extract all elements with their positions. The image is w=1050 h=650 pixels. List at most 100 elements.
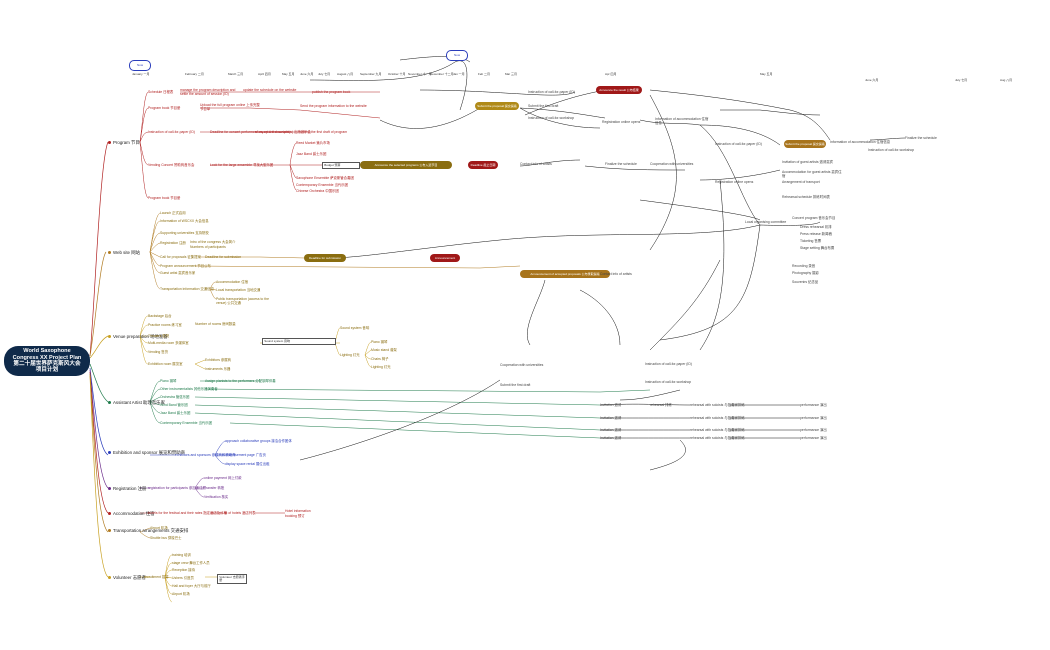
right-node[interactable]: Invitation of guest artists 邀请嘉宾: [782, 160, 834, 164]
web-item[interactable]: Supporting universities 支持院校: [160, 231, 209, 235]
category-artist[interactable]: Assistant Artist 助理音乐家: [108, 400, 165, 405]
milestone-pill[interactable]: Announce the result 公布结果: [596, 86, 642, 94]
exhibit-item[interactable]: advertisement page 广告页: [225, 453, 266, 457]
artist-item[interactable]: Other instrumentalists 其他乐器演奏者: [160, 387, 218, 391]
timeline-node[interactable]: Registration online opens: [715, 180, 754, 184]
program-item[interactable]: Vending Concert 赞助商音乐会: [148, 163, 195, 167]
program-item[interactable]: Schedule 日程表: [148, 90, 174, 94]
web-item[interactable]: Program announcement 节目公布: [160, 264, 211, 268]
milestone-pill[interactable]: Submit the proposal 提交提案: [784, 140, 826, 148]
milestone-pill[interactable]: Deadline for submission: [304, 254, 346, 262]
program-item[interactable]: Program book 节目册: [148, 106, 181, 110]
reg-item[interactable]: Transfer 转账: [204, 486, 225, 490]
timeline-node[interactable]: Instruction of call-for-paper (ID): [645, 362, 692, 366]
exhibit-item[interactable]: display space rental 展位出租: [225, 462, 270, 466]
right-node[interactable]: Accommodation for guest artists 嘉宾住宿: [782, 170, 842, 178]
category-venue[interactable]: Venue preparation 场地准备: [108, 334, 168, 339]
accom-item[interactable]: Hotels for the festival and their rates …: [148, 511, 227, 515]
timeline-node[interactable]: Local organising committee: [745, 220, 787, 224]
timeline-node[interactable]: Information of accommodation 住宿信息: [655, 117, 709, 125]
right-node[interactable]: Press release 新闻稿: [800, 232, 832, 236]
exhibit-item[interactable]: exhibitors and sponsors 参展商和赞助商: [175, 453, 236, 457]
volunteer-item[interactable]: Airport 机场: [172, 592, 190, 596]
reg-item[interactable]: Verification 核实: [204, 495, 229, 499]
right-node[interactable]: Recording 录音: [792, 264, 816, 268]
timeline-node[interactable]: Cooperation with universities: [650, 162, 694, 166]
milestone-pill[interactable]: Announcement: [430, 254, 460, 262]
milestone-pill[interactable]: Deadline 截止日期: [468, 161, 498, 169]
timeline-node[interactable]: Information of accommodation 住宿信息: [830, 140, 891, 144]
category-program[interactable]: Program 节目: [108, 140, 140, 145]
right-node[interactable]: Arrangement of transport: [782, 180, 820, 184]
now-marker[interactable]: Now: [129, 60, 151, 71]
exhibit-item[interactable]: approach collaborative groups 接洽合作团体: [225, 439, 292, 443]
accom-item[interactable]: booking 预订: [285, 514, 305, 518]
web-item[interactable]: Launch 正式启用: [160, 211, 186, 215]
artist-item[interactable]: Jazz Band 爵士乐团: [160, 411, 191, 415]
category-volunteer[interactable]: Volunteer 志愿者: [108, 575, 146, 580]
timeline-node[interactable]: Instruction of call-for-workshop: [868, 148, 915, 152]
program-item[interactable]: Program book 节目册: [148, 196, 181, 200]
category-exhibit[interactable]: Exhibition and sponsor 展览和赞助商: [108, 450, 185, 455]
category-transport[interactable]: Transportation arrangements 交通安排: [108, 528, 188, 533]
volunteer-item[interactable]: training 培训: [172, 553, 191, 557]
right-node[interactable]: Rehearsal schedule 排练时间表: [782, 195, 830, 199]
category-label: Venue preparation 场地准备: [113, 334, 168, 339]
root-node[interactable]: World Saxophone Congress XX Project Plan…: [4, 346, 90, 376]
venue-item[interactable]: Vending 售货: [148, 350, 168, 354]
timeline-node[interactable]: Cooperation with universities: [500, 363, 544, 367]
right-node[interactable]: Dress rehearsal 彩排: [800, 225, 832, 229]
venue-item[interactable]: Exhibition room 展览室: [148, 362, 183, 366]
reg-item[interactable]: online payment 网上付款: [204, 476, 242, 480]
timeline-node[interactable]: Contact info of artists: [600, 272, 632, 276]
category-accom[interactable]: Accommodation 住宿: [108, 511, 154, 516]
venue-detail: Number of rooms 房间数量: [195, 322, 236, 326]
timeline-node[interactable]: Submit the first draft: [500, 383, 531, 387]
right-node[interactable]: Ticketing 售票: [800, 239, 822, 243]
venue-item[interactable]: Theaters 剧院: [148, 334, 170, 338]
transport-item[interactable]: Shuttle bus 穿梭巴士: [150, 536, 182, 540]
venue-item[interactable]: Backstage 后台: [148, 314, 172, 318]
web-item[interactable]: Guest artist 嘉宾音乐家: [160, 271, 196, 275]
now-marker[interactable]: Now: [446, 50, 468, 61]
timeline-node[interactable]: Instruction of call-for-workshop: [645, 380, 692, 384]
timeline-node[interactable]: Contact info of artists: [520, 162, 552, 166]
right-node[interactable]: Souvenirs 纪念品: [792, 280, 819, 284]
transport-item[interactable]: Airport 机场: [150, 526, 168, 530]
right-node[interactable]: Photography 摄影: [792, 271, 819, 275]
artist-item[interactable]: Orchestra 管弦乐团: [160, 395, 190, 399]
milestone-pill[interactable]: Announce the selected programs 公布入选节目: [360, 161, 452, 169]
accom-item[interactable]: Hotel information: [285, 509, 311, 513]
artist-item[interactable]: Contemporary Ensemble 当代乐团: [160, 421, 213, 425]
web-item[interactable]: Call for proposals 征集提案: [160, 255, 201, 259]
volunteer-item[interactable]: stage crew 舞台工作人员: [172, 561, 210, 565]
volunteer-item[interactable]: recruitment 招募: [144, 575, 169, 579]
timeline-node[interactable]: Instruction of call-for-paper (ID): [715, 142, 762, 146]
volunteer-item[interactable]: Reception 接待: [172, 568, 195, 572]
program-item[interactable]: Instruction of call-for-paper (ID): [148, 130, 195, 134]
category-web[interactable]: Web site 网站: [108, 250, 140, 255]
timeline-node[interactable]: Finalize the schedule: [605, 162, 637, 166]
milestone-pill[interactable]: Submit the proposal 提交提案: [475, 102, 519, 110]
right-node[interactable]: Concert program 音乐会节目: [792, 216, 836, 220]
web-item[interactable]: Transportation information 交通信息: [160, 287, 214, 291]
venue-item[interactable]: Practice rooms 练习室: [148, 323, 182, 327]
volunteer-item[interactable]: Hall and foyer 大厅与前厅: [172, 584, 211, 588]
timeline-node[interactable]: Instruction of call-for-paper (ID): [528, 90, 575, 94]
artist-item[interactable]: Piano 钢琴: [160, 379, 177, 383]
timeline-node[interactable]: Finalize the schedule: [905, 136, 937, 140]
timeline-node[interactable]: Registration online opens: [602, 120, 641, 124]
category-reg[interactable]: Registration 注册: [108, 486, 146, 491]
accom-item[interactable]: List of hotels 酒店列表: [222, 511, 256, 515]
venue-item[interactable]: Multi-media room 多媒体室: [148, 341, 189, 345]
program-detail: show up to the concert(s) 出席音乐会: [255, 130, 311, 134]
artist-item[interactable]: Wind Band 管乐团: [160, 403, 188, 407]
milestone-pill[interactable]: Announcement of accepted proposals 公布录取提…: [520, 270, 610, 278]
web-item[interactable]: Registration 注册: [160, 241, 186, 245]
timeline-node[interactable]: Submit the first draft: [528, 104, 559, 108]
timeline-node[interactable]: Instruction of call-for-workshop: [528, 116, 575, 120]
right-node[interactable]: Stage setting 舞台布置: [800, 246, 835, 250]
web-item[interactable]: Information of WSCXX 大会信息: [160, 219, 209, 223]
volunteer-item[interactable]: Ushers 引座员: [172, 576, 194, 580]
reg-item[interactable]: registration for participants 参加者注册: [148, 486, 206, 490]
